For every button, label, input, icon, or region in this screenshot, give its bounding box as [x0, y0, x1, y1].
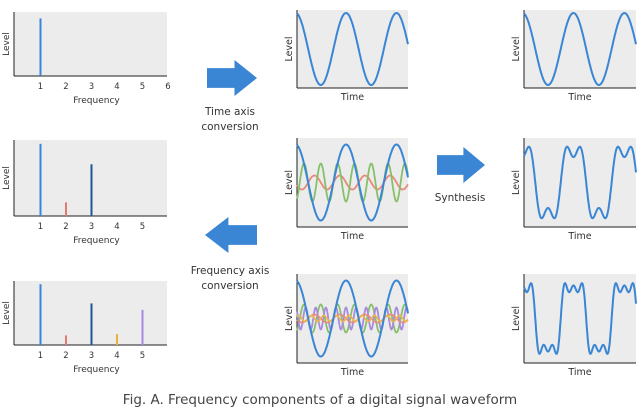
synthesized-wave: [523, 145, 637, 220]
spectrum-tick-1: 1: [38, 222, 43, 232]
spectrum-tick-3: 3: [89, 222, 94, 232]
time-axis-conversion-line2: conversion: [201, 121, 259, 133]
spectrum-ylabel: Level: [2, 301, 12, 325]
waveform-components-3: [296, 138, 409, 228]
spectrum-tick-3: 3: [89, 351, 94, 361]
spectrum-tick-2: 2: [63, 82, 68, 92]
wave-xlabel: Time: [567, 92, 591, 103]
spectrum-tick-4: 4: [114, 82, 119, 92]
spectrum-tick-5: 5: [140, 222, 145, 232]
harmonic-3-wave: [296, 162, 409, 203]
wave-ylabel: Level: [284, 306, 295, 331]
time-axis-conversion-label: Time axis conversion: [190, 105, 270, 135]
spectrum-tick-5: 5: [140, 82, 145, 92]
harmonic-3-wave: [296, 303, 409, 334]
fundamental-wave: [296, 11, 409, 86]
spectrum-tick-1: 1: [38, 82, 43, 92]
waveform-components-5: [296, 274, 409, 364]
spectrum-tick-3: 3: [89, 82, 94, 92]
frequency-axis-conversion-arrow: [205, 217, 257, 253]
wave-ylabel: Level: [511, 170, 522, 195]
spectrum-ylabel: Level: [2, 166, 12, 190]
spectrum-tick-5: 5: [140, 351, 145, 361]
wave-xlabel: Time: [567, 367, 591, 378]
time-axis-conversion-line1: Time axis: [204, 106, 256, 118]
spectrum-tick-2: 2: [63, 222, 68, 232]
spectrum-ylabel: Level: [2, 32, 12, 56]
synthesized-wave: [523, 281, 637, 355]
wave-ylabel: Level: [284, 36, 295, 61]
result-wave: [523, 11, 637, 86]
spectrum-xlabel: Frequency: [73, 365, 120, 375]
synthesis-arrow: [437, 147, 485, 183]
spectrum-tick-2: 2: [63, 351, 68, 361]
harmonic-2-wave: [296, 313, 409, 324]
spectrum-panel-bg: [14, 12, 167, 76]
spectrum-tick-6: 6: [165, 82, 170, 92]
frequency-axis-conversion-line1: Frequency axis: [190, 265, 270, 277]
spectrum-panel-2: [13, 140, 167, 217]
wave-panel-bg: [524, 138, 636, 227]
spectrum-xlabel: Frequency: [73, 96, 120, 106]
figure-caption: Fig. A. Frequency components of a digita…: [122, 392, 518, 408]
spectrum-xlabel: Frequency: [73, 236, 120, 246]
frequency-axis-conversion-label: Frequency axis conversion: [180, 264, 280, 294]
fundamental-wave: [296, 279, 409, 358]
spectrum-tick-1: 1: [38, 351, 43, 361]
waveform-fundamental: [296, 10, 409, 89]
harmonic-4-wave: [296, 314, 409, 323]
harmonic-2-wave: [296, 174, 409, 191]
waveform-result-3: [523, 138, 637, 228]
fundamental-wave: [296, 143, 409, 222]
spectrum-panel-3: [13, 281, 167, 346]
spectrum-panel-1: [13, 12, 167, 77]
synthesis-label: Synthesis: [434, 192, 486, 204]
spectrum-tick-4: 4: [114, 222, 119, 232]
spectrum-tick-4: 4: [114, 351, 119, 361]
wave-ylabel: Level: [511, 306, 522, 331]
wave-xlabel: Time: [340, 92, 364, 103]
waveform-result-5: [523, 274, 637, 364]
wave-xlabel: Time: [567, 231, 591, 242]
time-axis-conversion-arrow: [207, 60, 257, 96]
harmonic-5-wave: [296, 306, 409, 331]
wave-xlabel: Time: [340, 231, 364, 242]
wave-ylabel: Level: [284, 170, 295, 195]
wave-xlabel: Time: [340, 367, 364, 378]
wave-ylabel: Level: [511, 36, 522, 61]
frequency-axis-conversion-line2: conversion: [201, 280, 259, 292]
waveform-result-1: [523, 10, 637, 89]
